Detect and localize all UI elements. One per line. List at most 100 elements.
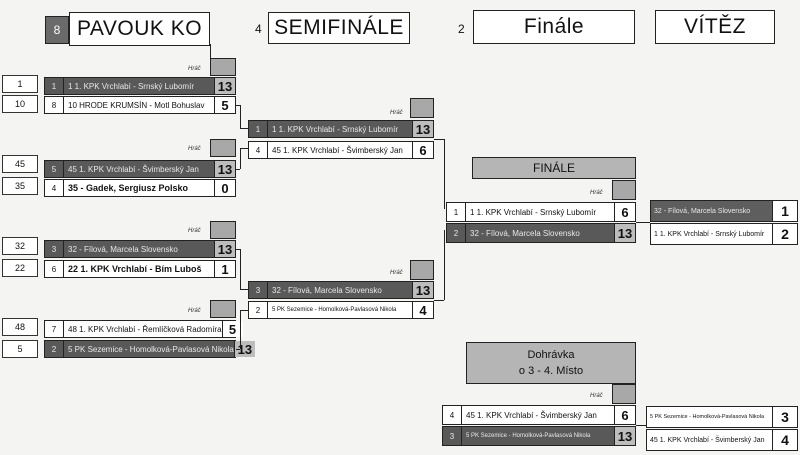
final-title: Finále xyxy=(473,10,635,44)
player-name: 5 PK Sezemice - Homolková-Pavlasová Niko… xyxy=(272,307,397,313)
seed-box: 45 xyxy=(2,155,38,173)
third-place-subtitle: o 3 - 4. Místo xyxy=(518,365,584,377)
match-row: 1 1 1. KPK Vrchlabí - Srnský Lubomír 13 xyxy=(44,77,236,95)
bracket-title: PAVOUK KO xyxy=(69,12,210,46)
score-cell: 13 xyxy=(412,282,433,298)
semi-size-label: 4 xyxy=(255,22,262,36)
score-cell: 3 xyxy=(772,407,797,427)
score-header-box xyxy=(612,180,636,200)
third-place-result-row: 5 PK Sezemice - Homolková-Pavlasová Niko… xyxy=(646,406,798,428)
seed-cell: 4 xyxy=(249,142,268,158)
score-cell: 6 xyxy=(412,142,433,158)
score-cell: 2 xyxy=(772,224,797,244)
score-header-box xyxy=(410,260,434,280)
semi-row: 1 1 1. KPK Vrchlabí - Srnský Lubomír 13 xyxy=(248,120,434,138)
hrac-label: Hráč xyxy=(390,270,403,276)
player-name: 45 1. KPK Vrchlabí - Švimberský Jan xyxy=(466,410,597,420)
match-row: 5 45 1. KPK Vrchlabí - Švimberský Jan 13 xyxy=(44,160,236,178)
final-label-box: FINÁLE xyxy=(472,157,636,179)
hrac-label: Hráč xyxy=(590,190,603,196)
player-name: 1 1. KPK Vrchlabí - Srnský Lubomír xyxy=(654,230,765,238)
score-cell: 1 xyxy=(772,201,797,221)
player-name: 5 PK Sezemice - Homolková-Pavlasová Niko… xyxy=(466,433,591,439)
player-name: 32 - Fílová, Marcela Slovensko xyxy=(654,207,751,215)
bracket-size-badge: 8 xyxy=(45,16,69,44)
score-cell: 13 xyxy=(214,78,235,94)
hrac-label: Hráč xyxy=(188,308,201,314)
semi-row: 4 45 1. KPK Vrchlabí - Švimberský Jan 6 xyxy=(248,141,434,159)
seed-cell: 5 xyxy=(45,161,64,177)
seed-cell: 4 xyxy=(443,406,462,424)
seed-cell: 2 xyxy=(249,302,268,318)
hrac-label: Hráč xyxy=(188,228,201,234)
player-name: 32 - Fílová, Marcela Slovensko xyxy=(68,244,178,254)
score-cell: 5 xyxy=(214,97,235,113)
seed-cell: 2 xyxy=(45,341,64,357)
match-row: 4 35 - Gadek, Sergiusz Polsko 0 xyxy=(44,179,236,197)
score-header-box xyxy=(410,98,434,118)
seed-box: 32 xyxy=(2,237,38,255)
player-name: 32 - Fílová, Marcela Slovensko xyxy=(272,285,382,295)
winner-row: 1 1. KPK Vrchlabí - Srnský Lubomír 2 xyxy=(650,223,798,245)
match-row: 2 5 PK Sezemice - Homolková-Pavlasová Nik… xyxy=(44,340,255,358)
winner-title: VÍTĚZ xyxy=(655,10,775,44)
seed-box: 10 xyxy=(2,95,38,113)
score-header-box xyxy=(210,221,236,239)
player-name: 1 1. KPK Vrchlabí - Srnský Lubomír xyxy=(470,207,596,217)
seed-box: 1 xyxy=(2,75,38,93)
player-name: 1 1. KPK Vrchlabí - Srnský Lubomír xyxy=(272,124,398,134)
player-name: 45 1. KPK Vrchlabí - Švimberský Jan xyxy=(650,436,765,444)
player-name: 1 1. KPK Vrchlabí - Srnský Lubomír xyxy=(68,81,194,91)
score-cell: 4 xyxy=(412,302,433,318)
player-name: 35 - Gadek, Sergiusz Polsko xyxy=(68,183,189,193)
score-cell: 4 xyxy=(772,430,797,450)
seed-cell: 1 xyxy=(45,78,64,94)
winner-row: 32 - Fílová, Marcela Slovensko 1 xyxy=(650,200,798,222)
seed-cell: 6 xyxy=(45,261,64,277)
score-cell: 13 xyxy=(614,427,635,445)
seed-cell: 8 xyxy=(45,97,64,113)
score-cell: 0 xyxy=(214,180,235,196)
third-place-result-row: 45 1. KPK Vrchlabí - Švimberský Jan 4 xyxy=(646,429,798,451)
seed-cell: 1 xyxy=(447,203,466,221)
seed-box: 48 xyxy=(2,318,38,336)
match-row: 3 32 - Fílová, Marcela Slovensko 13 xyxy=(44,240,236,258)
score-cell: 6 xyxy=(614,406,635,424)
score-cell: 6 xyxy=(614,203,635,221)
semifinal-title: SEMIFINÁLE xyxy=(268,12,410,44)
player-name: 45 1. KPK Vrchlabí - Švimberský Jan xyxy=(68,164,199,174)
player-name: 32 - Fílová, Marcela Slovensko xyxy=(470,228,580,238)
final-size-label: 2 xyxy=(458,22,465,36)
seed-box: 5 xyxy=(2,340,38,358)
seed-box: 22 xyxy=(2,259,38,277)
player-name: 22 1. KPK Vrchlabí - Bím Luboš xyxy=(68,264,202,274)
seed-cell: 7 xyxy=(45,321,64,337)
score-cell: 13 xyxy=(412,121,433,137)
hrac-label: Hráč xyxy=(590,393,603,399)
score-cell: 13 xyxy=(214,161,235,177)
seed-cell: 1 xyxy=(249,121,268,137)
semi-row: 2 5 PK Sezemice - Homolková-Pavlasová Nik… xyxy=(248,301,434,319)
score-cell: 13 xyxy=(614,224,635,242)
score-header-box xyxy=(210,300,236,318)
score-header-box xyxy=(210,58,236,76)
player-name: 5 PK Sezemice - Homolková-Pavlasová Niko… xyxy=(68,344,234,354)
score-cell: 13 xyxy=(214,241,235,257)
score-cell: 5 xyxy=(221,321,243,337)
seed-cell: 3 xyxy=(45,241,64,257)
seed-cell: 4 xyxy=(45,180,64,196)
third-place-row: 4 45 1. KPK Vrchlabí - Švimberský Jan 6 xyxy=(442,405,636,425)
score-header-box xyxy=(210,139,236,157)
hrac-label: Hráč xyxy=(390,110,403,116)
score-header-box xyxy=(612,384,636,404)
hrac-label: Hráč xyxy=(188,66,201,72)
third-place-box: Dohrávka o 3 - 4. Místo xyxy=(466,342,636,384)
player-name: 45 1. KPK Vrchlabí - Švimberský Jan xyxy=(272,145,403,155)
third-place-title: Dohrávka xyxy=(527,349,575,361)
